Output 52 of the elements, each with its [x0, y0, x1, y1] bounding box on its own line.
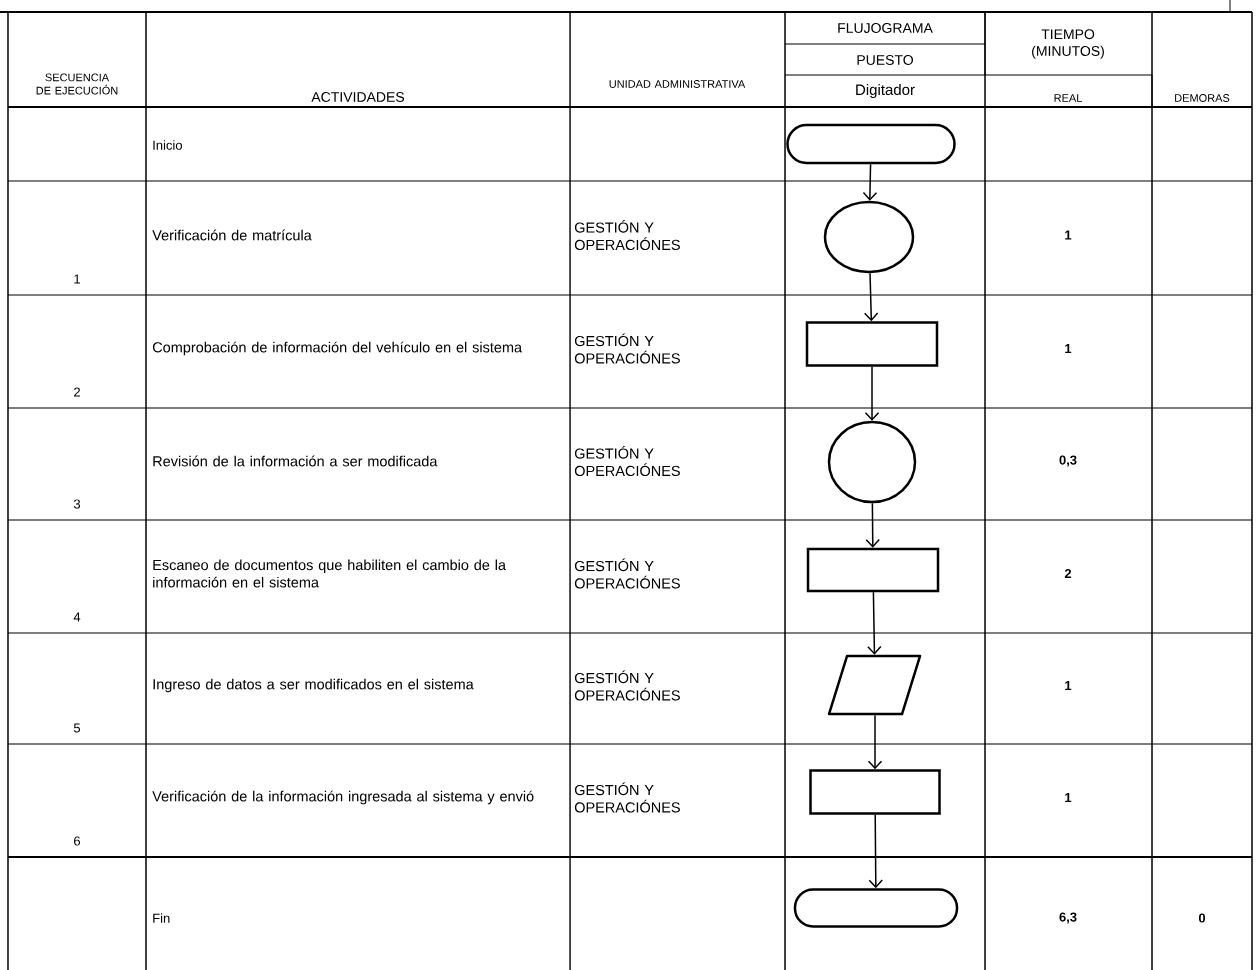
unit-text: GESTIÓN Y OPERACIÓNES — [574, 333, 680, 364]
arrow — [868, 814, 883, 889]
arrow — [863, 272, 879, 322]
unit-text: GESTIÓN Y OPERACIÓNES — [574, 558, 680, 589]
time-value: 1 — [1065, 344, 1072, 353]
column-header: Digitador — [856, 84, 915, 98]
process-box — [806, 547, 940, 593]
step-number: 2 — [74, 387, 80, 397]
arrow — [865, 502, 880, 548]
time-value: 0 — [1198, 913, 1206, 923]
activity-text: Verificación de matrícula — [152, 229, 312, 241]
step-number: 3 — [73, 499, 81, 509]
step-number: 4 — [73, 612, 81, 622]
time-value: 1 — [1065, 681, 1072, 690]
activity-text: Comprobación de información del vehículo en el sistema — [152, 341, 523, 356]
time-value: 1 — [1065, 230, 1072, 240]
activity-text: Inicio — [153, 140, 182, 150]
arrow — [864, 366, 880, 421]
process-box — [809, 769, 941, 815]
column-header: PUESTO — [857, 55, 913, 65]
unit-text: GESTIÓN Y OPERACIÓNES — [574, 782, 680, 813]
connector-circle — [823, 200, 915, 274]
time-value: 0,3 — [1059, 455, 1077, 467]
unit-text: GESTIÓN Y OPERACIÓNES — [574, 445, 680, 477]
column-header: TIEMPO (MINUTOS) — [1032, 29, 1104, 59]
activity-text: Escaneo de documentos que habiliten el cambio de la información en el sistema — [153, 559, 506, 588]
input-parallelogram — [827, 654, 922, 716]
activity-text: Verificación de la información ingresada al sistema y envió — [152, 790, 534, 805]
connector-circle — [827, 420, 917, 504]
arrow — [862, 163, 878, 201]
step-number: 6 — [74, 836, 81, 846]
column-header: DEMORAS — [1175, 94, 1230, 102]
terminal-shape — [793, 888, 959, 928]
column-header: UNIDAD ADMINISTRATIVA — [609, 80, 746, 88]
column-header: REAL — [1054, 94, 1082, 102]
unit-text: GESTIÓN Y OPERACIÓNES — [574, 219, 680, 251]
activity-text: Ingreso de datos a ser modificados en el sistema — [153, 678, 474, 693]
activity-text: Revisión de la información a ser modificada — [153, 455, 438, 467]
column-header: ACTIVIDADES — [311, 92, 405, 102]
process-box — [805, 321, 939, 367]
terminal-shape — [786, 123, 956, 165]
unit-text: GESTIÓN Y OPERACIÓNES — [574, 670, 680, 701]
time-value: 6,3 — [1059, 912, 1077, 924]
step-number: 1 — [74, 274, 80, 284]
column-header: SECUENCIA DE EJECUCIÓN — [36, 73, 118, 95]
activity-text: Fin — [153, 913, 170, 923]
step-number: 5 — [73, 723, 81, 733]
arrow — [867, 714, 883, 770]
column-header: FLUJOGRAMA — [838, 23, 933, 33]
arrow — [867, 591, 882, 655]
time-value: 2 — [1064, 568, 1072, 579]
time-value: 1 — [1065, 793, 1072, 802]
